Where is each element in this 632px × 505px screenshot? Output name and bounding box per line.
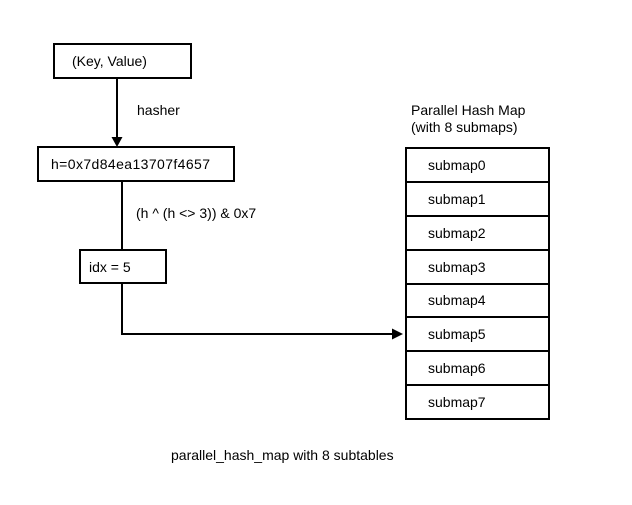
- key-value-node: (Key, Value): [53, 43, 192, 79]
- submap-row-6: submap6: [407, 352, 548, 387]
- submap-row-5: submap5: [407, 318, 548, 353]
- submap-row-3: submap3: [407, 251, 548, 285]
- hash-map-title-line1: Parallel Hash Map: [411, 102, 526, 118]
- submap-row-1: submap1: [407, 183, 548, 217]
- idx-to-submap5-arrow: [121, 284, 403, 340]
- hasher-edge-label: hasher: [137, 102, 180, 118]
- submap-row-4: submap4: [407, 285, 548, 319]
- submap-row-0: submap0: [407, 149, 548, 183]
- submap-row-7: submap7: [428, 394, 486, 411]
- key-to-hash-arrow: [111, 79, 123, 147]
- idx-node: idx = 5: [79, 249, 167, 284]
- diagram-caption: parallel_hash_map with 8 subtables: [171, 447, 394, 463]
- submap-row-2: submap2: [407, 217, 548, 251]
- hash-map-title-line2: (with 8 submaps): [411, 119, 518, 135]
- hash-map-title: Parallel Hash Map (with 8 submaps): [411, 102, 525, 136]
- submap-stack: submap0 submap1 submap2 submap3 submap4 …: [405, 147, 550, 420]
- hash-value-node: h=0x7d84ea13707f4657: [37, 146, 235, 182]
- index-formula-label: (h ^ (h <> 3)) & 0x7: [136, 205, 257, 221]
